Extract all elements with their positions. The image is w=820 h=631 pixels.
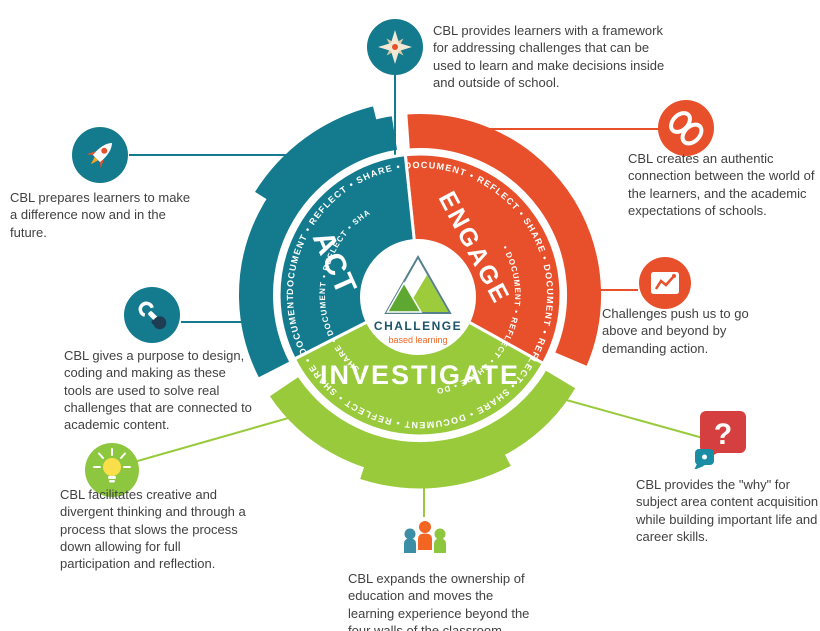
compass-icon: [365, 17, 425, 82]
lightbulb-icon: [82, 440, 142, 505]
segment-label-investigate: INVESTIGATE: [320, 360, 520, 390]
outer-arc-investigate: [269, 370, 576, 477]
segment-engage: [403, 152, 563, 366]
outer-arc-engage: [407, 114, 602, 366]
callout-purpose: CBL gives a purpose to design, coding an…: [64, 348, 252, 433]
chain-link-icon: [656, 98, 716, 163]
logo-tagline: based learning: [388, 335, 447, 345]
outer-thin-arc-teal: [255, 106, 377, 200]
callout-creativity: CBL facilitates creative and divergent t…: [60, 487, 246, 572]
connector-creativity: [133, 412, 307, 463]
chart-icon: [635, 253, 695, 318]
rocket-icon: [70, 125, 130, 190]
question-bubble-icon: ?: [690, 405, 754, 474]
logo-name: CHALLENGE: [374, 319, 462, 333]
connector-why: [551, 395, 704, 439]
tools-hand-icon: [122, 285, 182, 350]
question-mark-glyph: ?: [714, 418, 732, 451]
callout-difference: CBL prepares learners to make a differen…: [10, 190, 191, 240]
callout-action: Challenges push us to go above and beyon…: [602, 306, 749, 356]
people-icon: [395, 510, 455, 575]
callout-why: CBL provides the "why" for subject area …: [636, 477, 819, 544]
logo-mountain-dark: [386, 281, 423, 313]
outer-thin-arc-green: [360, 454, 511, 489]
segment-investigate: [292, 293, 546, 438]
callout-ownership: CBL expands the ownership of education a…: [348, 571, 530, 631]
outer-arc-act: [239, 116, 398, 378]
callout-connection: CBL creates an authentic connection betw…: [628, 151, 815, 218]
cbl-logo: CHALLENGE based learning: [360, 239, 476, 355]
callout-framework: CBL provides learners with a framework f…: [433, 23, 665, 90]
